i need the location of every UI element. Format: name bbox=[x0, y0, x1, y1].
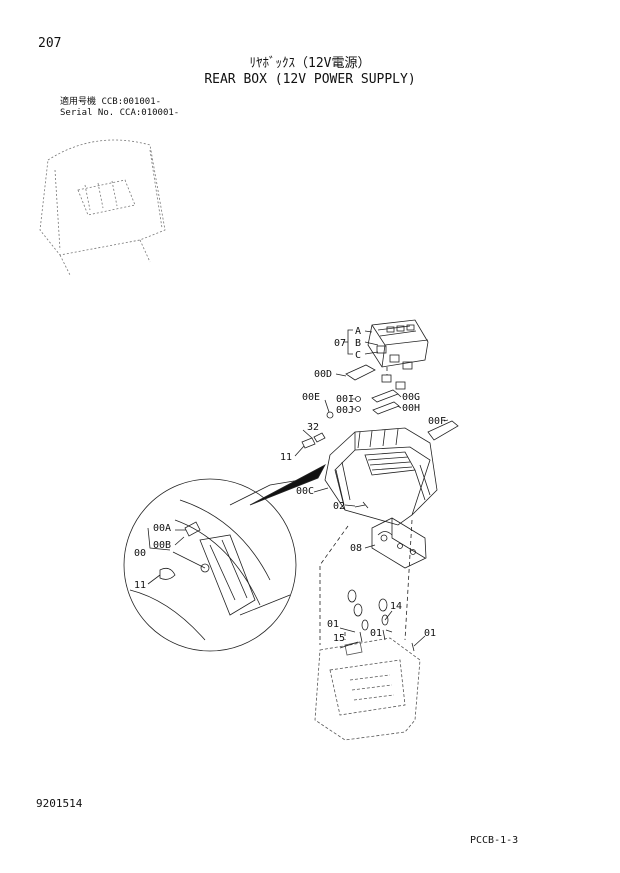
serial-value-2: CCA:010001- bbox=[119, 108, 180, 118]
serial-label-2: Serial No. bbox=[60, 108, 115, 118]
part-00i bbox=[355, 396, 361, 402]
frame-structure bbox=[314, 637, 421, 741]
plate-00h bbox=[372, 401, 400, 415]
callout-00: 00 bbox=[134, 548, 146, 559]
callout-02: 02 bbox=[333, 501, 345, 512]
callout-00a: 00A bbox=[153, 523, 171, 534]
cable-ties bbox=[347, 589, 415, 652]
serial-line-2: Serial No. CCA:010001- bbox=[60, 108, 179, 119]
callout-00d: 00D bbox=[314, 369, 332, 380]
part-00j bbox=[355, 406, 361, 412]
callout-15: 15 bbox=[333, 633, 345, 644]
harness-clip-00f bbox=[427, 420, 459, 441]
switch-panel bbox=[367, 319, 429, 368]
callout-01-right: 01 bbox=[424, 628, 436, 639]
title-english: REAR BOX (12V POWER SUPPLY) bbox=[204, 72, 416, 87]
document-number: 9201514 bbox=[36, 797, 83, 810]
relay-blocks bbox=[376, 345, 413, 390]
callout-a: A bbox=[355, 326, 361, 337]
serial-number-block: 適用号機 CCB:001001- Serial No. CCA:010001- bbox=[60, 97, 179, 119]
serial-line-1: 適用号機 CCB:001001- bbox=[60, 97, 179, 108]
callout-11-detail: 11 bbox=[134, 580, 146, 591]
plate-00d bbox=[345, 364, 376, 381]
plate-00g bbox=[371, 389, 399, 403]
callout-c: C bbox=[355, 350, 361, 361]
leader-dashes bbox=[319, 367, 413, 645]
callout-01-left: 01 bbox=[327, 619, 339, 630]
callout-01-middle: 01 bbox=[370, 628, 382, 639]
fastener-32 bbox=[313, 432, 326, 443]
title-japanese: ﾘﾔﾎﾞｯｸｽ（12V電源） bbox=[249, 56, 371, 71]
part-00e bbox=[326, 411, 334, 419]
callout-00c: 00C bbox=[296, 486, 314, 497]
callout-00h: 00H bbox=[402, 403, 420, 414]
page-code: PCCB-1-3 bbox=[470, 835, 519, 846]
serial-value-1: CCB:001001- bbox=[101, 97, 162, 107]
callout-00e: 00E bbox=[302, 392, 320, 403]
page-number: 207 bbox=[38, 36, 62, 51]
bolt-02 bbox=[354, 501, 369, 509]
callout-00b: 00B bbox=[153, 540, 171, 551]
callout-b: B bbox=[355, 338, 361, 349]
callout-07: 07 bbox=[334, 338, 346, 349]
machine-overview bbox=[39, 139, 166, 276]
callout-00j: 00J bbox=[336, 405, 354, 416]
callout-00i: 00I bbox=[336, 394, 354, 405]
serial-label-1: 適用号機 bbox=[60, 97, 97, 107]
rear-box-housing bbox=[324, 427, 438, 526]
callout-00g: 00G bbox=[402, 392, 420, 403]
label-leaders bbox=[147, 329, 449, 649]
callout-14: 14 bbox=[390, 601, 402, 612]
detail-pointer-arrow bbox=[249, 464, 326, 506]
callout-11: 11 bbox=[280, 452, 292, 463]
bracket-08 bbox=[371, 517, 427, 569]
callout-00f: 00F bbox=[428, 416, 446, 427]
detail-magnified-view bbox=[123, 478, 301, 652]
callout-08: 08 bbox=[350, 543, 362, 554]
callout-32: 32 bbox=[307, 422, 319, 433]
